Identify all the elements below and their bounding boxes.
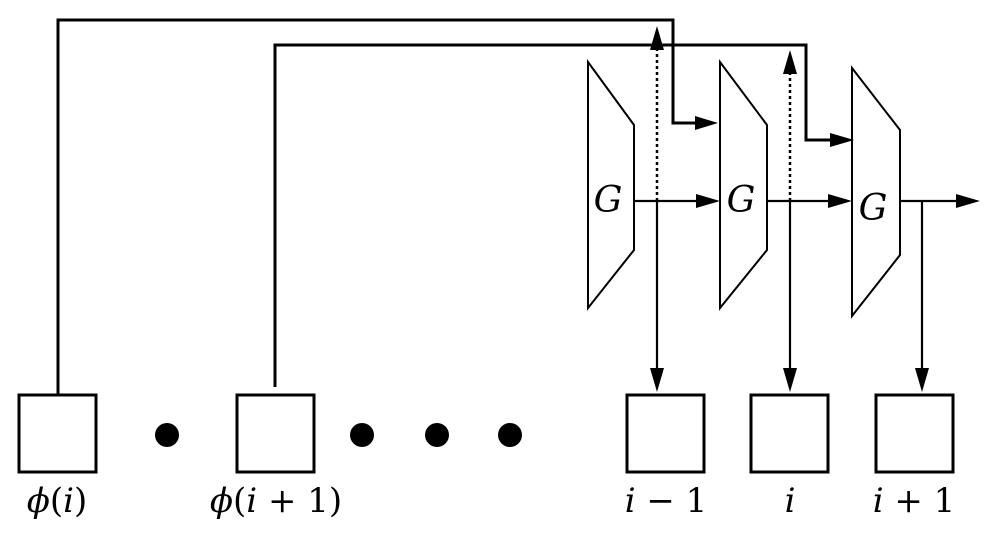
arrowhead-gate2-input — [696, 194, 720, 208]
gate-label-3: G — [859, 188, 888, 229]
gate-trapezoid-1 — [587, 58, 635, 311]
ellipsis-dot — [155, 423, 179, 447]
label-phi-i1: ϕ(i + 1) — [210, 481, 342, 521]
arrowhead-down-i-plus-1 — [915, 368, 929, 392]
arrowhead-into-gate-2 — [695, 116, 718, 130]
gate-label-2: G — [727, 180, 756, 221]
label-i-minus-1: i − 1 — [625, 481, 708, 521]
label-i: i — [785, 481, 796, 521]
gate-trapezoid-2 — [719, 58, 768, 311]
ellipsis-dot — [498, 423, 522, 447]
dotted-arrowhead-up-2 — [783, 50, 797, 74]
ellipsis-dot — [350, 423, 374, 447]
dotted-arrowhead-up-1 — [650, 26, 664, 50]
arrowhead-into-gate-3 — [830, 133, 854, 147]
gate-trapezoid-3 — [851, 65, 901, 319]
box-i — [749, 393, 830, 474]
box-phi-i — [17, 393, 98, 474]
arrowhead-down-i — [783, 368, 797, 392]
ellipsis-dot — [425, 423, 449, 447]
wire-phi-i1 — [273, 43, 830, 387]
arrowhead-output — [956, 194, 980, 208]
label-i-plus-1: i + 1 — [873, 481, 956, 521]
box-phi-i1 — [235, 393, 316, 474]
arrowhead-down-i-minus-1 — [650, 368, 664, 392]
box-i-minus-1 — [625, 393, 706, 474]
gate-label-1: G — [594, 180, 623, 221]
label-phi-i: ϕ(i) — [27, 481, 88, 521]
box-i-plus-1 — [874, 393, 955, 474]
wire-phi-i — [56, 18, 695, 395]
arrowhead-gate3-input — [828, 194, 852, 208]
